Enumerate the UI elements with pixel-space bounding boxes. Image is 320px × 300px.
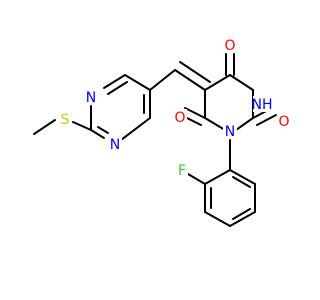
bond (232, 208, 251, 220)
bond (174, 69, 206, 91)
bond (184, 107, 206, 119)
fluorine-label: F (178, 163, 186, 179)
atom-labels: O NH O N O F N N S (58, 37, 291, 179)
structure-diagram: O NH O N O F N N S (33, 37, 291, 227)
bond (204, 211, 231, 227)
molecule-svg: O NH O N O F N N S (33, 37, 291, 227)
oxygen-label: O (278, 114, 289, 130)
bond (120, 117, 151, 141)
nitrogen-label: N (86, 90, 96, 106)
nitrogen-label: N (225, 124, 235, 140)
bond (229, 74, 254, 91)
nh-label: NH (252, 97, 273, 113)
nitrogen-label: N (110, 137, 120, 153)
bond (187, 173, 206, 185)
bond (229, 211, 256, 227)
sulfur-label: S (61, 112, 70, 128)
bond (107, 81, 128, 95)
bond (97, 126, 109, 134)
bond (204, 117, 226, 131)
bond (124, 74, 151, 91)
bond (229, 169, 256, 185)
bond (103, 74, 126, 89)
bond (90, 129, 105, 139)
bond (72, 121, 92, 131)
bond (235, 117, 254, 131)
bond (204, 169, 231, 185)
bond (204, 74, 231, 91)
oxygen-label: O (174, 110, 185, 126)
bond (232, 176, 251, 188)
bond (256, 114, 277, 126)
bond (179, 61, 211, 83)
oxygen-label: O (224, 38, 235, 54)
bond (33, 119, 56, 135)
bonds (33, 53, 277, 227)
bond (149, 69, 176, 91)
